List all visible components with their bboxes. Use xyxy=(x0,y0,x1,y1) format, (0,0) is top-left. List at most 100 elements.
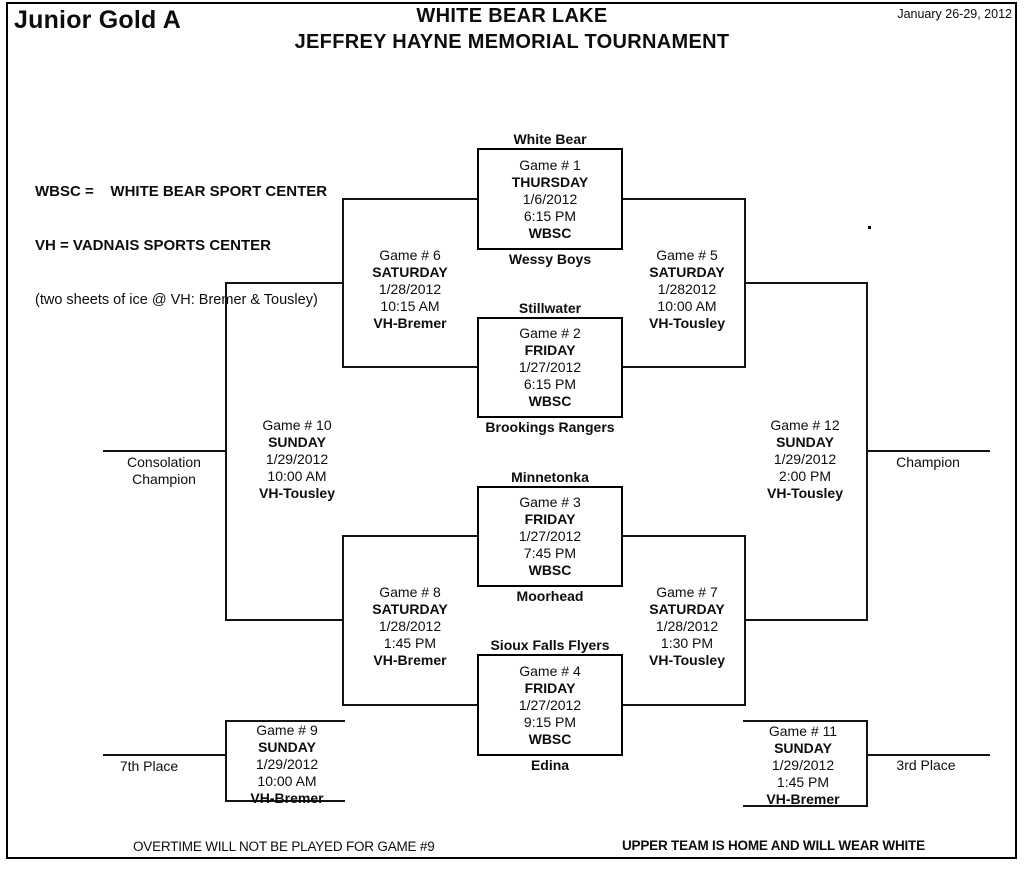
game6-number: Game # 6 xyxy=(379,247,441,263)
game6-venue: VH-Bremer xyxy=(373,315,447,331)
venue-legend: WBSC = WHITE BEAR SPORT CENTER VH = VADN… xyxy=(35,147,327,345)
game9-time: 10:00 AM xyxy=(257,773,317,789)
game4-time: 9:15 PM xyxy=(523,713,577,730)
game4-box: Game # 4 FRIDAY 1/27/2012 9:15 PM WBSC xyxy=(477,654,623,756)
division-title: Junior Gold A xyxy=(14,6,181,34)
game8-time: 1:45 PM xyxy=(383,635,437,651)
game3-date: 1/27/2012 xyxy=(518,528,582,544)
game10-date: 1/29/2012 xyxy=(265,451,329,467)
seventh-place-label: 7th Place xyxy=(119,758,179,774)
game3-box: Game # 3 FRIDAY 1/27/2012 7:45 PM WBSC xyxy=(477,486,623,587)
game2-left-connector xyxy=(342,366,477,368)
game8-day: SATURDAY xyxy=(372,601,448,617)
game1-left-connector xyxy=(342,198,477,200)
legend-vh: VH = VADNAIS SPORTS CENTER xyxy=(35,237,272,254)
team-name-moorhead: Moorhead xyxy=(516,588,584,604)
game12-number: Game # 12 xyxy=(770,417,840,433)
game2-right-connector xyxy=(623,366,745,368)
champion-line xyxy=(866,450,990,452)
game11-date: 1/29/2012 xyxy=(771,757,835,773)
game7-venue: VH-Tousley xyxy=(649,652,725,668)
game5-venue: VH-Tousley xyxy=(649,315,725,331)
game3-left-connector xyxy=(342,535,477,537)
consolation-champion-label: Consolation Champion xyxy=(103,454,225,488)
game2-number: Game # 2 xyxy=(519,325,581,341)
team-name-edina: Edina xyxy=(530,757,570,773)
game11-top-line xyxy=(743,720,868,722)
game1-date: 1/6/2012 xyxy=(522,190,578,207)
game1-day: THURSDAY xyxy=(511,173,589,190)
game6-info: Game # 6 SATURDAY 1/28/2012 10:15 AM VH-… xyxy=(345,247,475,332)
game12-time: 2:00 PM xyxy=(778,468,832,484)
tournament-name: JEFFREY HAYNE MEMORIAL TOURNAMENT xyxy=(294,31,730,53)
game4-right-connector xyxy=(623,704,745,706)
game6-date: 1/28/2012 xyxy=(378,281,442,297)
game11-bracket-vertical xyxy=(866,720,868,807)
game8-number: Game # 8 xyxy=(379,584,441,600)
game9-bottom-line xyxy=(225,800,345,802)
game7-date: 1/28/2012 xyxy=(655,618,719,634)
champion-label: Champion xyxy=(896,454,960,470)
game12-venue: VH-Tousley xyxy=(767,485,843,501)
game3-right-connector xyxy=(623,535,745,537)
team-name-brookings-rangers: Brookings Rangers xyxy=(485,419,615,435)
game10-venue: VH-Tousley xyxy=(259,485,335,501)
game3-number: Game # 3 xyxy=(519,494,581,510)
game6-time: 10:15 AM xyxy=(380,298,440,314)
game2-day: FRIDAY xyxy=(524,342,576,358)
game2-time: 6:15 PM xyxy=(523,376,577,392)
consolation-champion-line xyxy=(103,450,227,452)
game11-time: 1:45 PM xyxy=(776,774,830,790)
home-team-note: UPPER TEAM IS HOME AND WILL WEAR WHITE xyxy=(622,838,925,853)
game11-day: SUNDAY xyxy=(774,740,832,756)
game11-bottom-line xyxy=(743,805,868,807)
game1-venue: WBSC xyxy=(528,224,572,241)
game8-winner-line xyxy=(225,619,344,621)
game5-day: SATURDAY xyxy=(649,264,725,280)
stray-dot xyxy=(868,226,871,229)
game12-date: 1/29/2012 xyxy=(773,451,837,467)
game5-time: 10:00 AM xyxy=(657,298,717,314)
game9-bracket-vertical xyxy=(225,720,227,802)
game10-time: 10:00 AM xyxy=(267,468,327,484)
game5-date: 1/282012 xyxy=(657,281,717,297)
game7-number: Game # 7 xyxy=(656,584,718,600)
game8-info: Game # 8 SATURDAY 1/28/2012 1:45 PM VH-B… xyxy=(345,584,475,669)
page-border xyxy=(6,2,1017,859)
legend-note: (two sheets of ice @ VH: Bremer & Tousle… xyxy=(35,292,318,308)
game9-day: SUNDAY xyxy=(258,739,316,755)
game10-day: SUNDAY xyxy=(268,434,326,450)
third-place-label: 3rd Place xyxy=(896,757,956,773)
team-name-wessy-boys: Wessy Boys xyxy=(508,251,592,267)
game5-number: Game # 5 xyxy=(656,247,718,263)
game4-date: 1/27/2012 xyxy=(518,696,582,713)
game1-right-connector xyxy=(623,198,745,200)
team-name-stillwater: Stillwater xyxy=(518,300,582,316)
game2-date: 1/27/2012 xyxy=(518,359,582,375)
game5-info: Game # 5 SATURDAY 1/282012 10:00 AM VH-T… xyxy=(622,247,752,332)
game6-winner-line xyxy=(225,282,344,284)
seventh-place-line xyxy=(103,754,227,756)
game12-day: SUNDAY xyxy=(776,434,834,450)
game4-number: Game # 4 xyxy=(519,662,581,679)
game10-info: Game # 10 SUNDAY 1/29/2012 10:00 AM VH-T… xyxy=(232,417,362,502)
game4-day: FRIDAY xyxy=(524,679,576,696)
game2-box: Game # 2 FRIDAY 1/27/2012 6:15 PM WBSC xyxy=(477,317,623,418)
game9-date: 1/29/2012 xyxy=(255,756,319,772)
team-name-sioux-falls-flyers: Sioux Falls Flyers xyxy=(490,637,610,653)
game6-day: SATURDAY xyxy=(372,264,448,280)
team-name-minnetonka: Minnetonka xyxy=(511,469,589,485)
game9-top-line xyxy=(225,720,345,722)
game1-time: 6:15 PM xyxy=(523,207,577,224)
game12-info: Game # 12 SUNDAY 1/29/2012 2:00 PM VH-To… xyxy=(740,417,870,502)
consolation-label-line1: Consolation xyxy=(127,454,201,470)
game4-venue: WBSC xyxy=(528,730,572,747)
consolation-label-line2: Champion xyxy=(132,471,196,487)
game2-venue: WBSC xyxy=(528,393,572,409)
game1-number: Game # 1 xyxy=(519,156,581,173)
game11-venue: VH-Bremer xyxy=(766,791,840,807)
game11-info: Game # 11 SUNDAY 1/29/2012 1:45 PM VH-Br… xyxy=(744,723,862,808)
game7-day: SATURDAY xyxy=(649,601,725,617)
game7-info: Game # 7 SATURDAY 1/28/2012 1:30 PM VH-T… xyxy=(622,584,752,669)
game8-venue: VH-Bremer xyxy=(373,652,447,668)
